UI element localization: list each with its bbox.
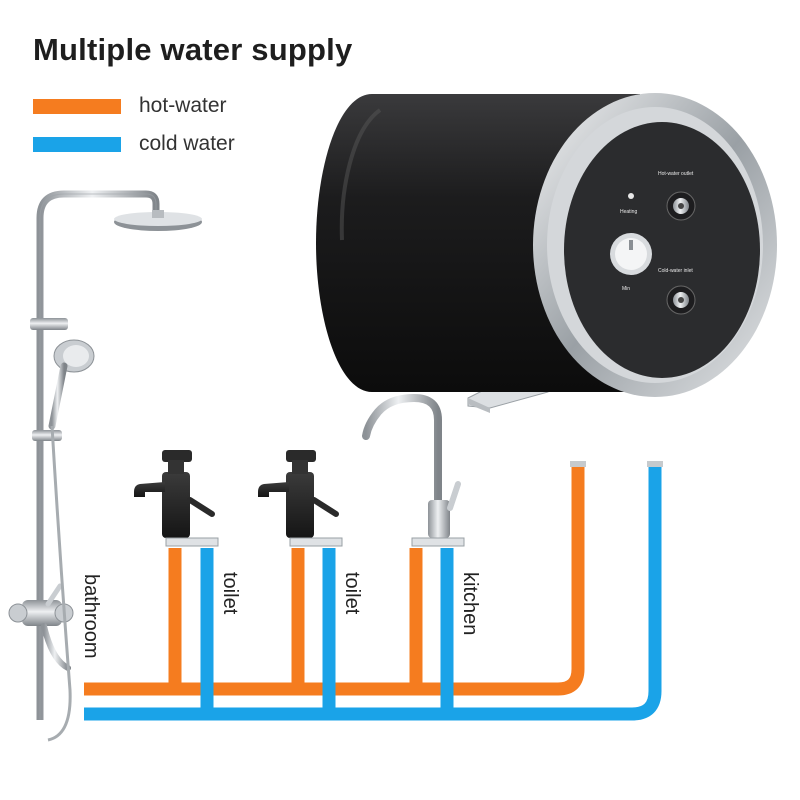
legend-cold-water: cold water xyxy=(33,132,235,156)
kitchen-faucet xyxy=(362,393,465,547)
heater-cold-inlet-fitting xyxy=(666,285,696,315)
legend-hot-swatch xyxy=(33,98,121,114)
heater-end-plate xyxy=(564,122,760,378)
shower-set xyxy=(8,190,202,742)
legend-hot-label: hot-water xyxy=(139,94,227,117)
heater-hot-outlet-text: Hot-water outlet xyxy=(658,171,694,177)
rain-shower-head xyxy=(114,210,202,231)
heater-heating-text: Heating xyxy=(620,209,637,215)
legend-cold-swatch xyxy=(33,136,121,152)
shower-mixer-valve xyxy=(8,583,74,671)
diagram-title: Multiple water supply xyxy=(33,32,353,67)
shower-upper-clamp xyxy=(30,318,68,330)
legend-hot-water: hot-water xyxy=(33,94,227,118)
handheld-shower xyxy=(48,339,95,430)
label-toilet-1: toilet xyxy=(219,572,241,615)
label-kitchen: kitchen xyxy=(459,572,481,636)
heater-temperature-knob xyxy=(610,233,652,275)
hot-water-pipe-network xyxy=(84,466,585,696)
basin-faucet-1 xyxy=(134,450,219,547)
cold-pipe-cap xyxy=(647,461,663,467)
legend-cold-label: cold water xyxy=(139,132,235,155)
label-toilet-2: toilet xyxy=(341,572,363,615)
basin-faucet-2 xyxy=(258,450,343,547)
heater-min-text: Min xyxy=(622,286,630,292)
label-bathroom: bathroom xyxy=(80,574,102,659)
shower-hose xyxy=(47,425,72,742)
cold-water-pipe-network xyxy=(84,466,662,721)
heater-indicator-light xyxy=(628,193,634,199)
heater-hot-outlet-fitting xyxy=(666,191,696,221)
water-heater: Hot-water outlet Cold-water inlet Heatin… xyxy=(316,93,777,413)
shower-slide-clamp xyxy=(32,430,62,441)
hot-pipe-cap xyxy=(570,461,586,467)
heater-cold-inlet-text: Cold-water inlet xyxy=(658,268,693,274)
